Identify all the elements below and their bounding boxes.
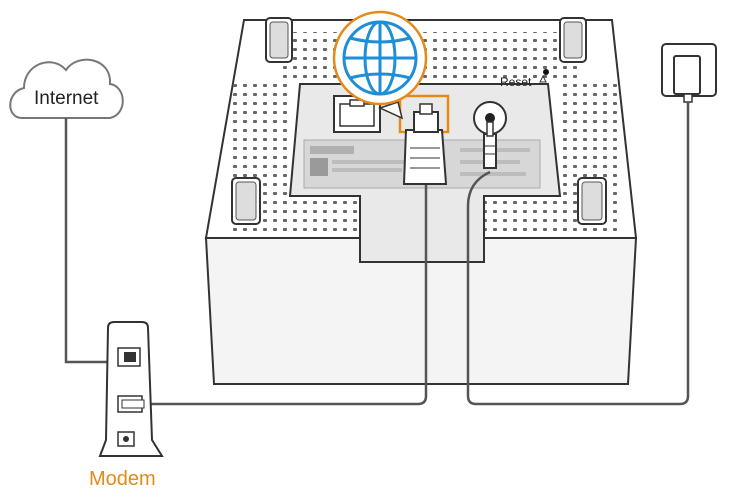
vent-grid-bottom-left [280, 196, 360, 232]
power-adapter-icon [661, 43, 717, 103]
internet-cable [64, 118, 118, 364]
reset-button[interactable] [543, 69, 549, 75]
modem-label: Modem [89, 468, 156, 490]
internet-label: Internet [34, 88, 99, 109]
ethernet-plug-icon [402, 103, 448, 185]
vent-grid-top [280, 32, 580, 84]
reset-label: Reset [500, 75, 532, 89]
cloud-icon: Internet [9, 58, 124, 119]
globe-icon [332, 10, 428, 120]
vent-grid-bottom-right [484, 196, 564, 232]
wan-cable [148, 184, 428, 406]
dc-power-plug-icon [483, 121, 497, 169]
power-cable [466, 102, 690, 406]
modem: Modem [89, 321, 164, 490]
